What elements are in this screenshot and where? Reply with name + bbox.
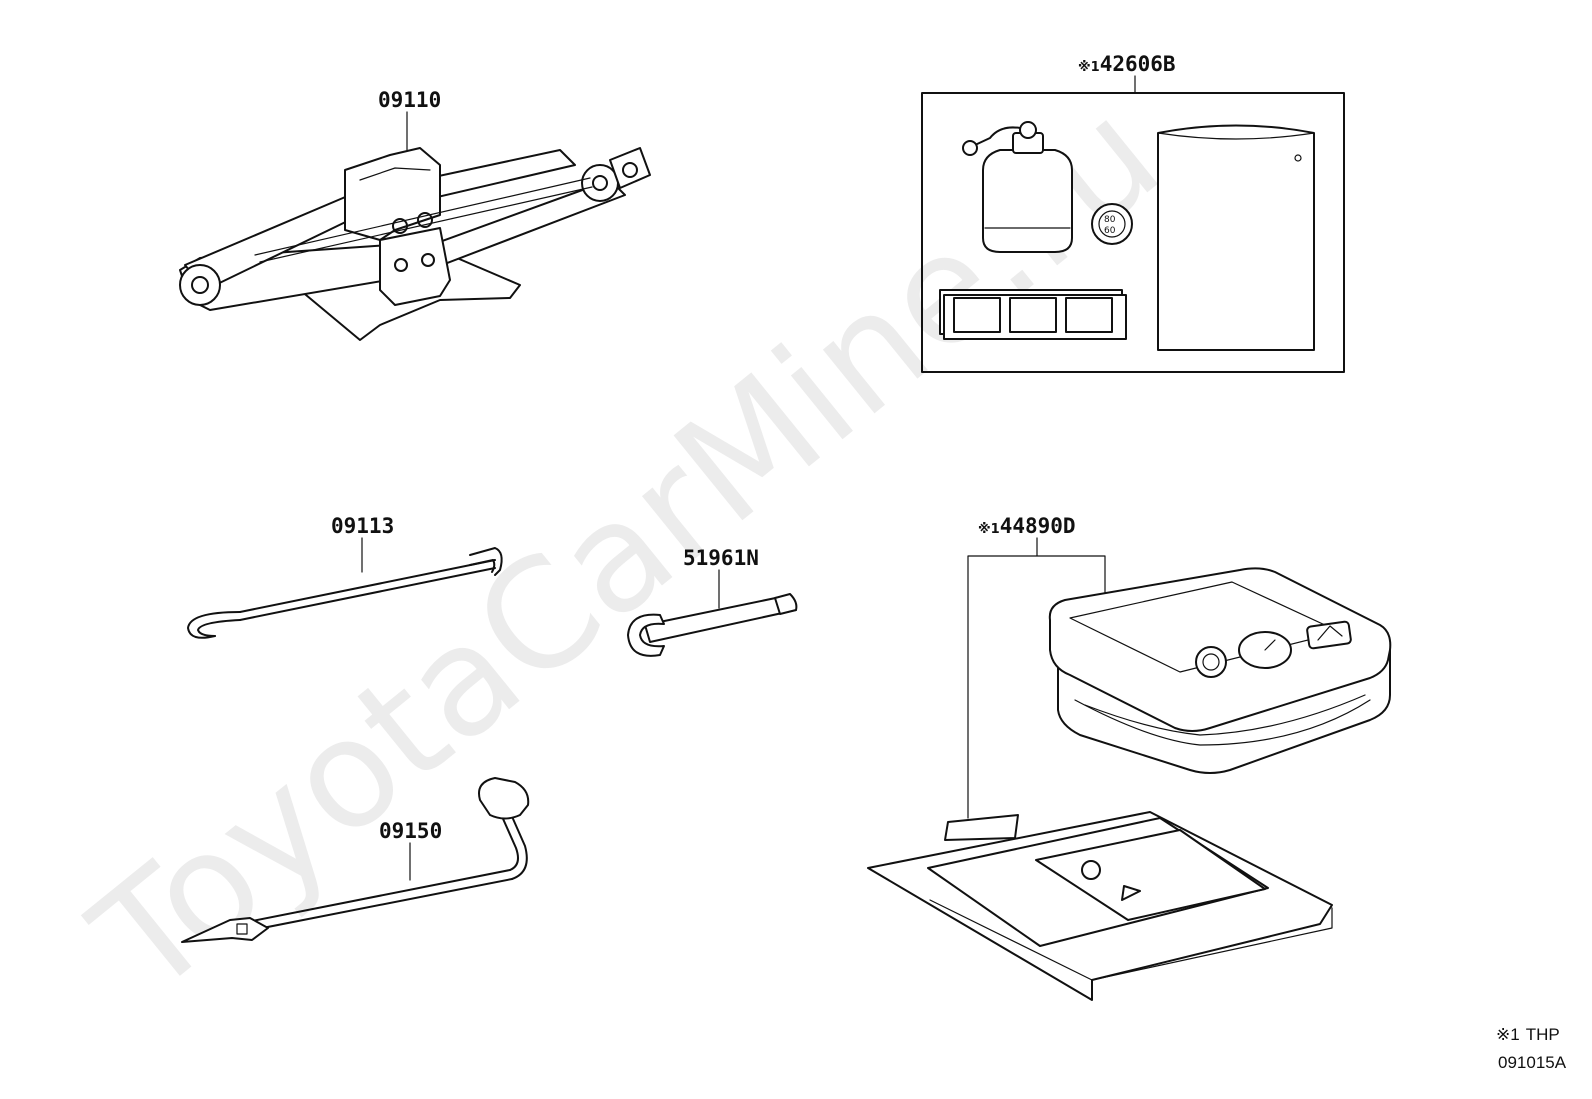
kit-42606b[interactable]: ※142606B 80 60	[921, 52, 1345, 373]
part-label-51961n: 51961N	[683, 546, 759, 570]
part-label-09110: 09110	[378, 88, 441, 112]
part-scissor-jack[interactable]: 09110	[179, 88, 651, 341]
leader-bracket	[967, 537, 1106, 819]
lug-wrench-illustration	[181, 777, 530, 943]
kit-44890d[interactable]: ※144890D	[867, 514, 1392, 1001]
bolt-illustration	[627, 593, 798, 657]
kit-code: 42606B	[1100, 52, 1176, 76]
compressor-illustration	[1048, 567, 1392, 774]
jack-handle-illustration	[187, 547, 503, 639]
part-jack-handle[interactable]: 09113	[187, 514, 503, 639]
kit-label-44890d: ※144890D	[978, 514, 1076, 538]
storage-bag-illustration	[1157, 124, 1315, 351]
pressure-gauge-icon: 80 60	[1091, 203, 1133, 245]
legend-text: THP	[1526, 1025, 1560, 1044]
kit-mark: ※1	[1078, 60, 1100, 75]
part-label-09150: 09150	[379, 819, 442, 843]
legend-note: ※1 THP	[1496, 1025, 1560, 1044]
gauge-text-bottom: 60	[1104, 226, 1116, 236]
part-bolt[interactable]: 51961N	[627, 546, 798, 657]
kit-code: 44890D	[1000, 514, 1076, 538]
scissor-jack-illustration	[179, 147, 651, 341]
legend-mark: ※1	[1496, 1025, 1520, 1044]
kit-mark: ※1	[978, 522, 1000, 537]
diagram-id: 091015A	[1498, 1053, 1567, 1072]
gauge-text-top: 80	[1104, 215, 1116, 225]
instruction-sheet-illustration	[867, 811, 1333, 1001]
sticker-sheet-illustration	[939, 289, 1127, 340]
sealant-bottle-illustration	[962, 121, 1073, 253]
part-label-09113: 09113	[331, 514, 394, 538]
kit-frame	[921, 92, 1345, 373]
kit-label-42606b: ※142606B	[1078, 52, 1176, 76]
part-lug-wrench[interactable]: 09150	[181, 777, 530, 943]
